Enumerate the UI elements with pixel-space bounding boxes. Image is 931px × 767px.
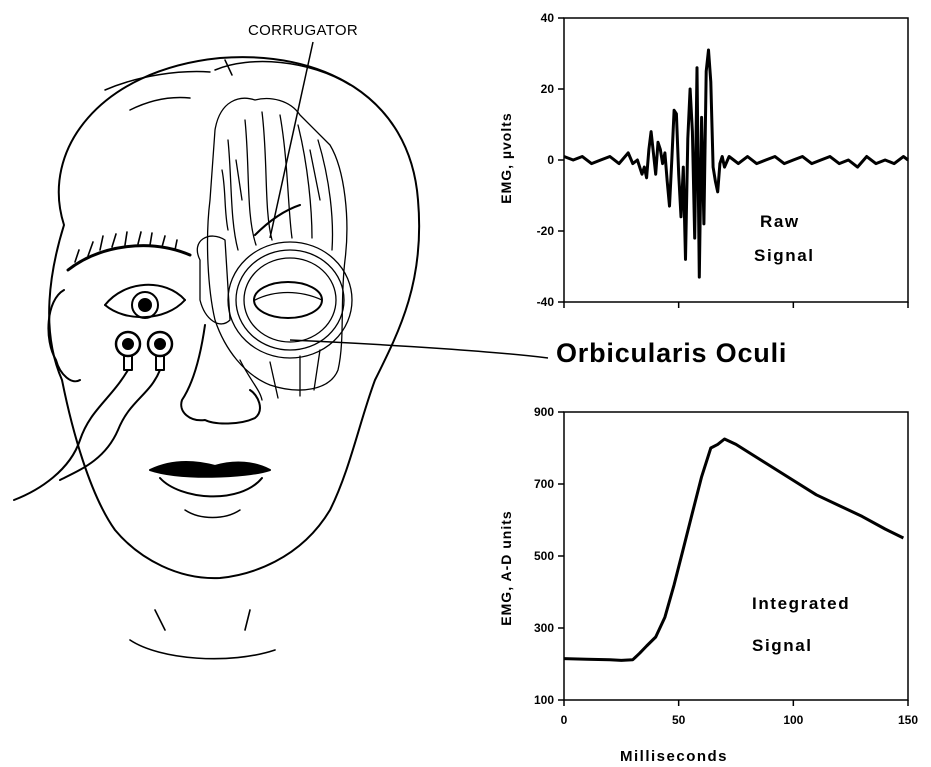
raw-signal-chart: 40 20 0 -20 -40	[537, 11, 908, 309]
integrated-xtick-label: 50	[672, 713, 686, 727]
neck-outline	[130, 610, 275, 659]
orbicularis-leader-line	[290, 340, 548, 358]
left-brow	[68, 246, 190, 270]
raw-annotation-line-2: Signal	[754, 246, 815, 266]
raw-annotation-line-1: Raw	[760, 212, 800, 232]
electrode-wire-1	[14, 370, 128, 500]
integrated-plot-frame	[564, 412, 908, 700]
orbicularis-eye-slit	[254, 282, 322, 318]
lower-lip	[160, 478, 262, 496]
integrated-xtick-label: 0	[561, 713, 568, 727]
corrugator-muscle	[255, 205, 300, 235]
raw-ytick-label: -20	[537, 224, 555, 238]
left-pupil	[139, 299, 151, 311]
raw-series-line	[564, 50, 908, 277]
raw-ytick-label: -40	[537, 295, 555, 309]
integrated-ytick-label: 100	[534, 693, 554, 707]
x-axis-label: Milliseconds	[620, 748, 728, 765]
integrated-annotation-line-2: Signal	[752, 636, 813, 656]
head-outline	[49, 57, 419, 578]
raw-ytick-label: 20	[541, 82, 555, 96]
corrugator-label: CORRUGATOR	[248, 22, 358, 39]
integrated-series-line	[564, 439, 903, 660]
raw-ytick-label: 0	[547, 153, 554, 167]
integrated-ytick-label: 500	[534, 549, 554, 563]
electrode-wire-2	[60, 370, 160, 480]
integrated-chart-ylabel: EMG, A-D units	[498, 478, 514, 658]
ear-outline	[48, 290, 80, 381]
integrated-xtick-label: 100	[783, 713, 803, 727]
orbicularis-oculi-label: Orbicularis Oculi	[556, 338, 787, 369]
raw-chart-ylabel: EMG, µvolts	[498, 78, 514, 238]
integrated-xtick-label: 150	[898, 713, 918, 727]
upper-lip	[150, 462, 270, 477]
raw-ytick-label: 40	[541, 11, 555, 25]
integrated-ytick-label: 700	[534, 477, 554, 491]
face-illustration	[14, 57, 419, 659]
facial-muscles	[197, 98, 352, 400]
integrated-ytick-label: 300	[534, 621, 554, 635]
integrated-annotation-line-1: Integrated	[752, 594, 850, 614]
integrated-ytick-label: 900	[534, 405, 554, 419]
integrated-signal-chart: 900 700 500 300 100 0 50 100 150	[534, 405, 918, 727]
